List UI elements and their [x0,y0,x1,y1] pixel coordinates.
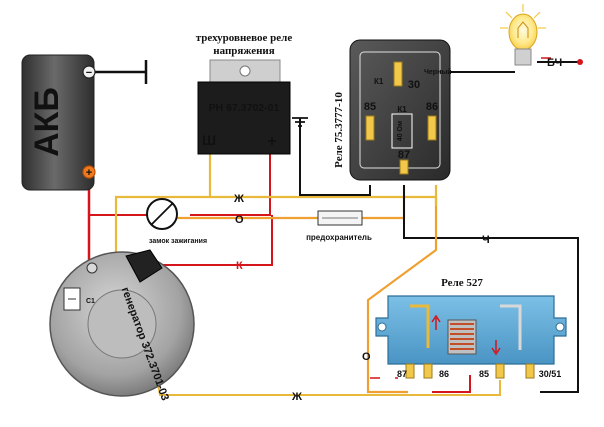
wire-red-86 [432,375,471,393]
relay-527-pin30-51 [525,363,535,379]
wire-label-o-left: О [362,351,371,363]
relay-main-title: Реле 75.3777-10 [333,92,345,168]
relay-main-pin30 [393,61,403,87]
generator: С1 генератор 372.3701-03 [49,249,195,402]
relay-527-arrow-icon [431,314,441,330]
relay-527-coil-windings-icon [450,323,474,350]
relay-527-contact-icon [410,304,430,348]
generator-terminal-icon [86,262,98,274]
battery-plus-sign: + [86,167,92,179]
fuse-label: предохранитель [306,233,372,242]
wire-label-ch-right: Ч [482,234,490,246]
relay-main-wire-black: Черный [424,68,452,76]
ground-symbol [292,117,308,127]
wire-orange-o-left [366,206,438,394]
relay-527-mount-left [377,322,387,332]
battery: − + АКБ [21,54,96,191]
generator-brush-holder-icon [125,249,163,283]
wire-red-regulator-plus [89,147,271,216]
relay-main-pin86 [427,115,437,141]
battery-plus-terminal [82,165,96,179]
lamp-wire-label: БЧ [547,57,562,69]
wire-label-zh-top: Ж [233,193,244,205]
lamp-terminal-icon [577,59,583,65]
wire-battery-ground [94,60,148,84]
wire-orange-o [170,185,406,220]
generator-capacitor-label: С1 [86,298,95,305]
lamp-bulb-icon [508,13,538,51]
relay-main-pin87-label: 87 [398,149,410,161]
lamp-filament-icon [517,21,529,38]
wire-label-o-mid: О [235,214,244,226]
relay-75-3777-10: Реле 75.3777-10 К1 30 Черный 85 86 К1 40… [333,39,452,181]
relay-527-arrow2-icon [491,340,501,356]
relay-527-mount-right [555,322,565,332]
relay-527-title: Реле 527 [441,277,483,289]
wire-ch [403,185,579,393]
relay-527-pin85-label: 85 [479,369,489,379]
regulator-title-line2: напряжения [213,45,274,57]
relay-527-pin86 [423,363,433,379]
wires [87,60,579,396]
regulator-terminal-sh: Ш [202,132,216,148]
relay-main-k1-coil: К1 [397,105,407,114]
relay-527-pin87-label: 87 [397,369,407,379]
ignition-switch: замок зажигания [146,198,207,245]
relay-main-pin85-label: 85 [364,101,376,113]
relay-main-pin85 [365,115,375,141]
wire-labels: Ж О К Ч О Ж [233,193,490,403]
relay-main-pin30-label: 30 [408,79,420,91]
wire-label-k-low: К [236,260,243,272]
relay-main-pin87 [399,159,409,175]
wire-red-k [162,215,273,266]
relay-main-coil [391,113,413,149]
wire-relay-ground [299,118,371,196]
relay-527-contact-right-icon [500,304,522,350]
regulator-title-line1: трехуровневое реле [196,32,293,44]
relay-527-pin85 [495,363,505,379]
battery-minus-terminal [82,65,96,79]
relay-527-pin87 [405,363,415,379]
voltage-regulator: трехуровневое реле напряжения РН 67.3702… [196,32,293,155]
regulator-terminal-plus: + [267,133,276,150]
ignition-label: замок зажигания [149,238,207,245]
relay-527-pin30-51-label: 30/51 [539,369,562,379]
wire-label-zh-bottom: Ж [291,391,302,403]
battery-label: АКБ [28,87,66,157]
relay-527-pin86-label: 86 [439,369,449,379]
lamp-base-icon [514,48,532,66]
relay-main-pin86-label: 86 [426,101,438,113]
warning-lamp: БЧ [500,4,583,69]
relay-527: Реле 527 87 86 85 30/51 [370,277,567,379]
regulator-model: РН 67.3702-01 [209,102,280,114]
regulator-mount-hole [239,65,251,77]
relay-main-coil-resistance: 40 Ом [397,121,404,141]
lamp-rays-icon [500,4,546,29]
fuse: предохранитель [306,210,372,242]
relay-main-k1-top: К1 [374,77,384,86]
battery-minus-sign: − [86,67,92,79]
